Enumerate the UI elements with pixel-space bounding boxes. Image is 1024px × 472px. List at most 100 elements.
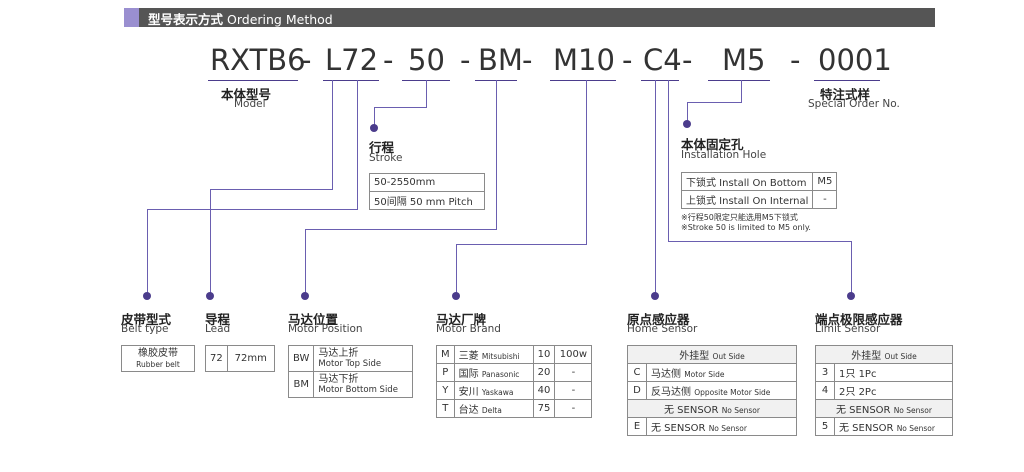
brand-num: 10	[532, 345, 556, 364]
connector-dot	[452, 292, 460, 300]
lead-label-cn: 导程	[205, 312, 231, 327]
connector	[586, 80, 587, 245]
install-note-en: ※Stroke 50 is limited to M5 only.	[681, 223, 811, 232]
hs-sub-en: No Sensor	[721, 406, 760, 415]
ls-header-cn: 外挂型	[851, 351, 882, 362]
hs-no-sensor-header: 无 SENSOR No Sensor	[627, 399, 797, 418]
belt-value-cn: 橡胶皮带	[138, 347, 178, 359]
underline	[323, 80, 379, 81]
hs-en: Opposite Motor Side	[694, 388, 771, 397]
connector	[147, 209, 148, 295]
belt-type-cell: 橡胶皮带 Rubber belt	[121, 345, 195, 372]
connector-dot	[683, 120, 691, 128]
brand-power: -	[554, 381, 593, 400]
connector	[456, 244, 587, 245]
hs-header-en: Out Side	[712, 352, 745, 361]
title-en: Ordering Method	[227, 12, 333, 27]
hs-code: E	[627, 417, 647, 436]
connector	[305, 229, 497, 230]
install-internal-label: 上锁式 Install On Internal	[680, 190, 814, 209]
brand-cn: 台达	[458, 405, 479, 416]
install-hole-table: 下锁式 Install On Bottom M5 上锁式 Install On …	[680, 172, 838, 209]
hs-desc: 反马达侧 Opposite Motor Side	[646, 381, 797, 400]
lead-value: 72mm	[226, 345, 275, 372]
belt-type-label-en: Belt type	[121, 323, 169, 335]
ls-en: 1Pc	[858, 369, 877, 380]
special-label-en: Special Order No.	[808, 98, 900, 110]
stroke-label-cn: 行程	[369, 140, 395, 155]
brand-code: P	[436, 363, 455, 382]
hs-code: D	[627, 381, 647, 400]
connector	[741, 80, 742, 102]
motor-pos-en: Motor Bottom Side	[318, 384, 398, 395]
code-dash: -	[383, 43, 394, 77]
belt-type-table: 橡胶皮带 Rubber belt	[121, 345, 195, 372]
brand-en: Yaskawa	[481, 388, 514, 397]
brand-num: 20	[532, 363, 556, 382]
connector-dot	[847, 292, 855, 300]
model-label-cn: 本体型号	[221, 87, 272, 102]
underline	[641, 80, 679, 81]
motor-brand-label-cn: 马达厂牌	[436, 312, 487, 327]
brand-name: 安川 Yaskawa	[453, 381, 534, 400]
ls-en: 2Pc	[858, 387, 877, 398]
connector	[210, 189, 333, 190]
home-sensor-label-en: Home Sensor	[627, 323, 698, 335]
hs-desc: 马达侧 Motor Side	[646, 363, 797, 382]
special-label-cn: 特注式样	[820, 87, 871, 102]
brand-cn: 三菱	[458, 351, 479, 362]
code-lead: L72	[325, 43, 379, 77]
ls-sub-en: No Sensor	[893, 406, 932, 415]
code-dash: -	[522, 43, 533, 77]
ls-code: 3	[815, 363, 835, 382]
ls-code: 4	[815, 381, 835, 400]
brand-cn: 国际	[458, 369, 479, 380]
limit-sensor-label-cn: 端点极限感应器	[815, 312, 903, 327]
ls-en: No Sensor	[896, 424, 935, 433]
header-accent	[124, 8, 139, 27]
stroke-label-en: Stroke	[369, 152, 403, 164]
connector	[668, 241, 851, 242]
ls-cn: 无 SENSOR	[839, 423, 894, 434]
title-cn: 型号表示方式	[148, 12, 224, 27]
brand-code: Y	[436, 381, 455, 400]
limit-sensor-label-en: Limit Sensor	[815, 323, 881, 335]
stroke-range: 50-2550mm	[369, 173, 485, 192]
underline	[814, 80, 880, 81]
ls-header-en: Out Side	[884, 352, 917, 361]
code-model: RXTB6	[210, 43, 306, 77]
hs-code: C	[627, 363, 647, 382]
ls-cn: 1只	[839, 369, 856, 380]
hs-sub-cn: 无 SENSOR	[664, 405, 719, 416]
connector	[655, 80, 656, 295]
limit-sensor-table: 外挂型 Out Side 3 1只 1Pc 4 2只 2Pc 无 SENSOR …	[815, 345, 953, 436]
install-bottom-value: M5	[812, 172, 838, 191]
install-internal-value: -	[812, 190, 838, 209]
home-sensor-label-cn: 原点感应器	[627, 312, 690, 327]
ls-desc: 无 SENSOR No Sensor	[834, 417, 953, 436]
home-sensor-table: 外挂型 Out Side C 马达侧 Motor Side D 反马达侧 Opp…	[627, 345, 797, 436]
code-special: 0001	[818, 43, 892, 77]
stroke-table: 50-2550mm 50间隔 50 mm Pitch	[369, 173, 485, 210]
brand-num: 75	[532, 399, 556, 418]
connector	[851, 241, 852, 295]
belt-type-label-cn: 皮带型式	[121, 312, 172, 327]
code-motor-brand: M10	[553, 43, 615, 77]
motor-pos-en: Motor Top Side	[318, 358, 382, 369]
connector	[332, 80, 333, 190]
motor-position-label-cn: 马达位置	[288, 312, 339, 327]
brand-power: -	[554, 399, 593, 418]
motor-pos-code-bm: BM	[287, 371, 315, 398]
connector-dot	[651, 292, 659, 300]
motor-pos-desc-bm: 马达下折 Motor Bottom Side	[313, 371, 414, 398]
stroke-pitch: 50间隔 50 mm Pitch	[369, 191, 485, 210]
code-motor-position: BM	[478, 43, 523, 77]
hs-cn: 马达侧	[651, 369, 681, 380]
lead-table: 72 72mm	[205, 345, 275, 372]
connector-dot	[143, 292, 151, 300]
motor-brand-table: M 三菱 Mitsubishi 10 100w P 国际 Panasonic 2…	[436, 345, 593, 418]
hs-en: No Sensor	[708, 424, 747, 433]
connector	[456, 244, 457, 295]
